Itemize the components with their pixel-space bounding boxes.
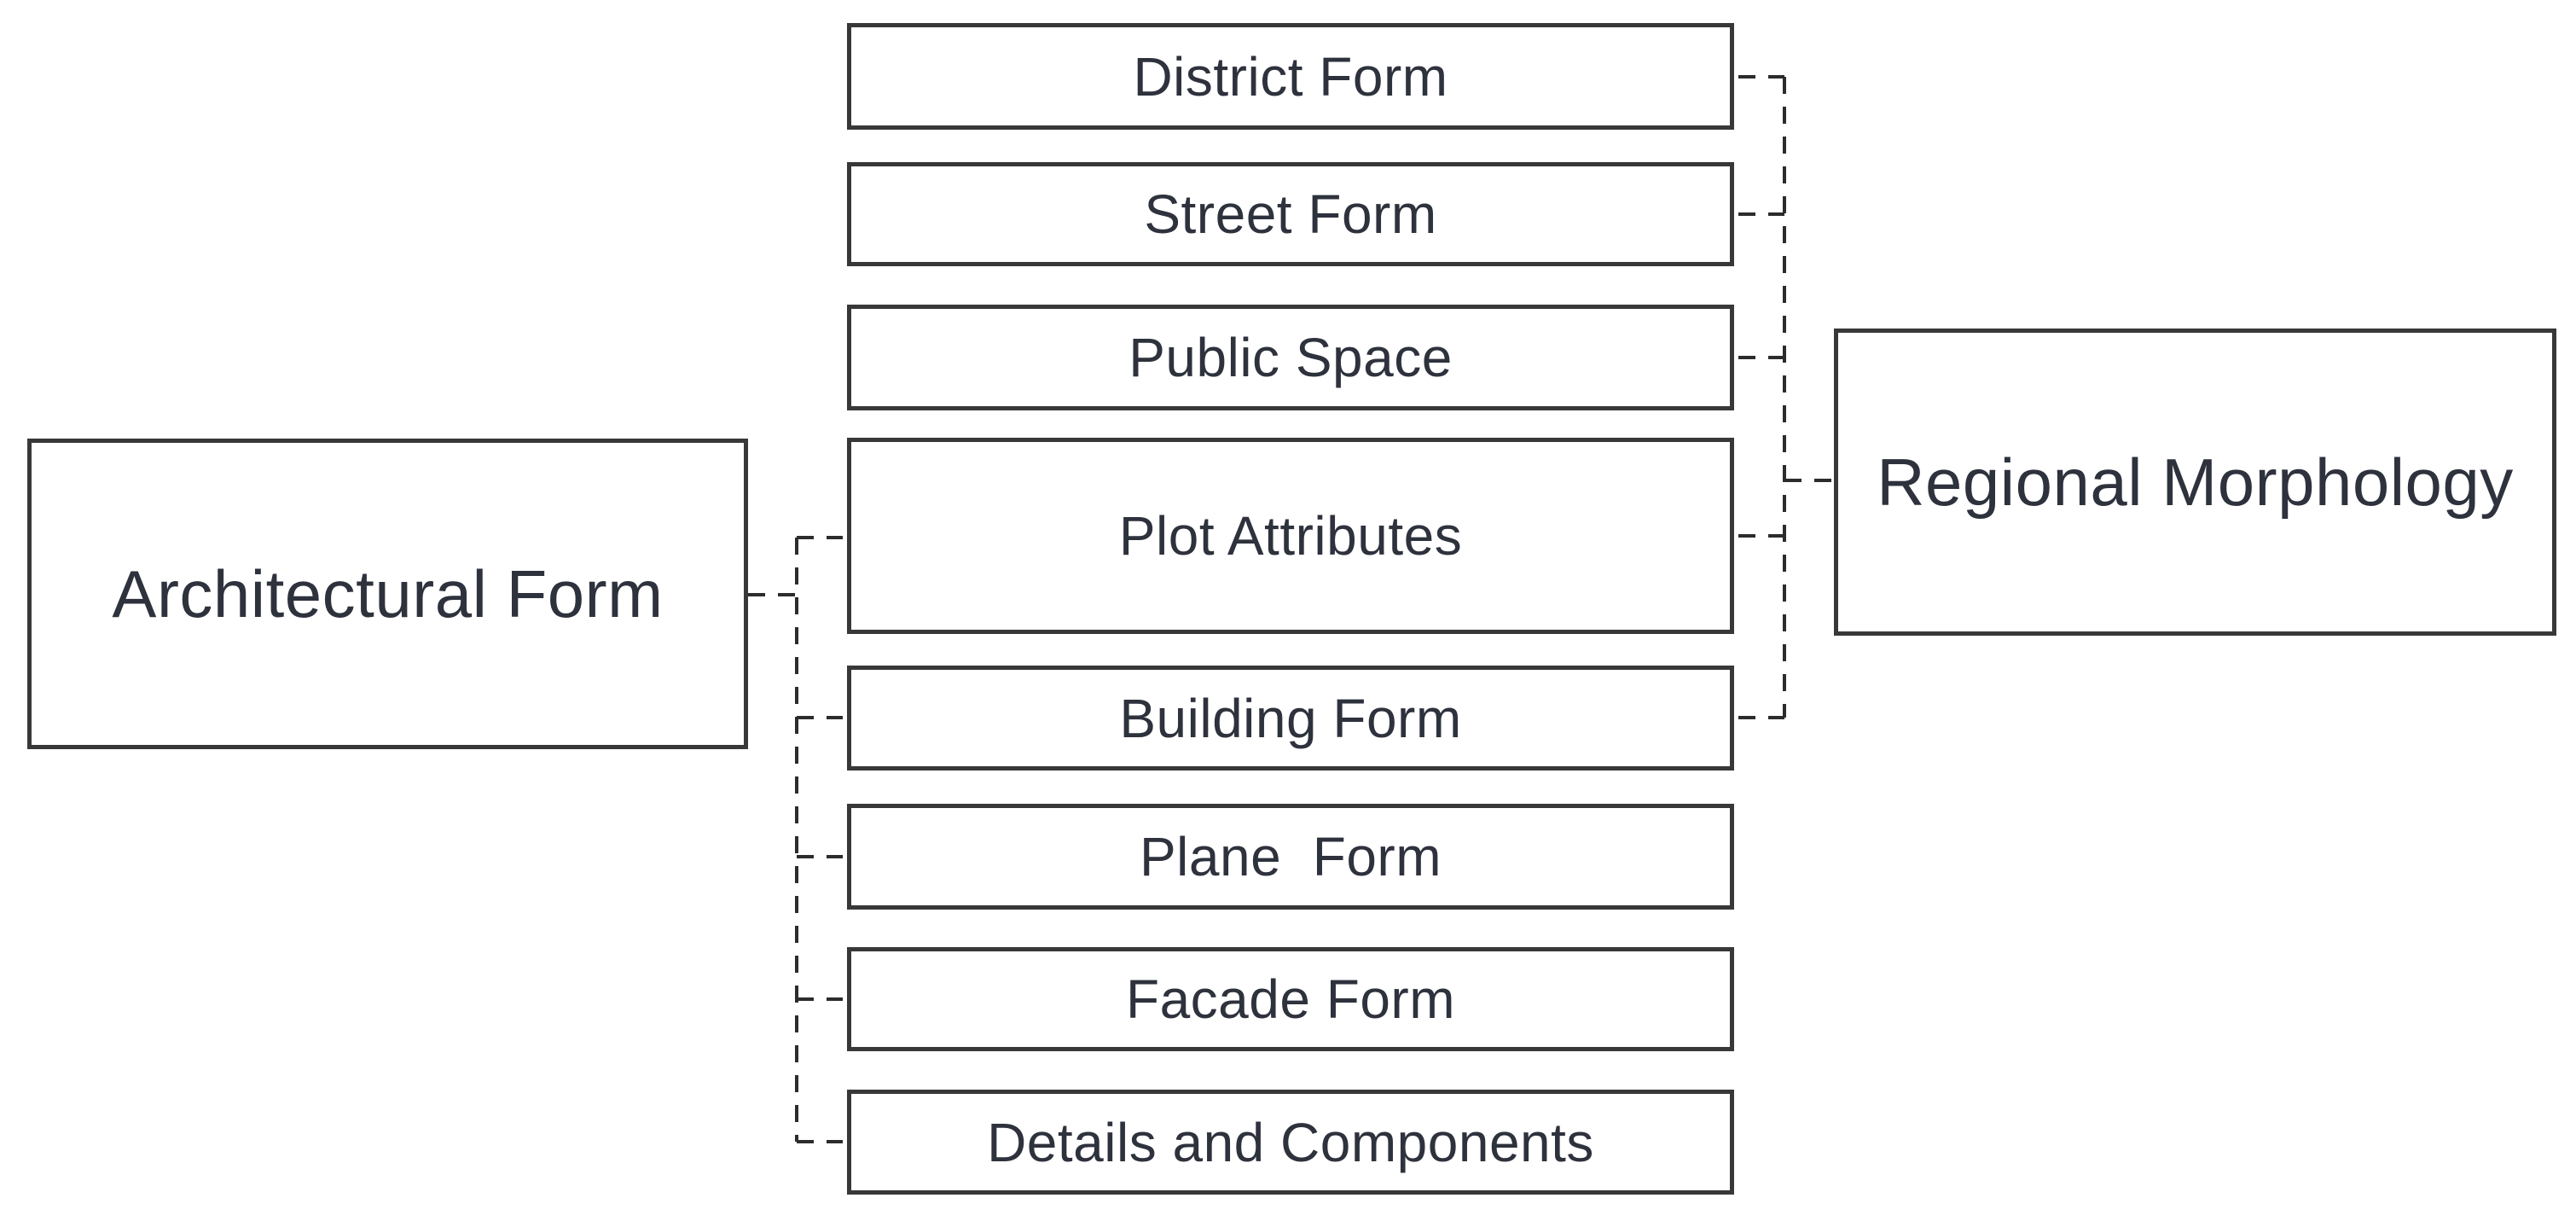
node-street-form: Street Form xyxy=(847,162,1734,266)
node-label: Plane Form xyxy=(1139,826,1442,887)
node-label: Street Form xyxy=(1144,183,1437,245)
node-label: Architectural Form xyxy=(112,556,664,631)
node-label: Details and Components xyxy=(987,1111,1594,1173)
node-label: Facade Form xyxy=(1125,968,1456,1030)
node-label: Building Form xyxy=(1119,687,1462,749)
node-facade-form: Facade Form xyxy=(847,947,1734,1051)
node-architectural-form: Architectural Form xyxy=(27,439,748,749)
node-building-form: Building Form xyxy=(847,666,1734,771)
node-regional-morphology: Regional Morphology xyxy=(1834,329,2556,636)
node-label: Public Space xyxy=(1128,327,1453,388)
node-public-space: Public Space xyxy=(847,305,1734,410)
node-label: Regional Morphology xyxy=(1877,445,2514,520)
node-plot-attributes: Plot Attributes xyxy=(847,438,1734,634)
node-label: Plot Attributes xyxy=(1118,505,1463,567)
node-label: District Form xyxy=(1133,45,1448,108)
node-plane-form: Plane Form xyxy=(847,804,1734,910)
node-details-and-components: Details and Components xyxy=(847,1090,1734,1195)
node-district-form: District Form xyxy=(847,23,1734,130)
